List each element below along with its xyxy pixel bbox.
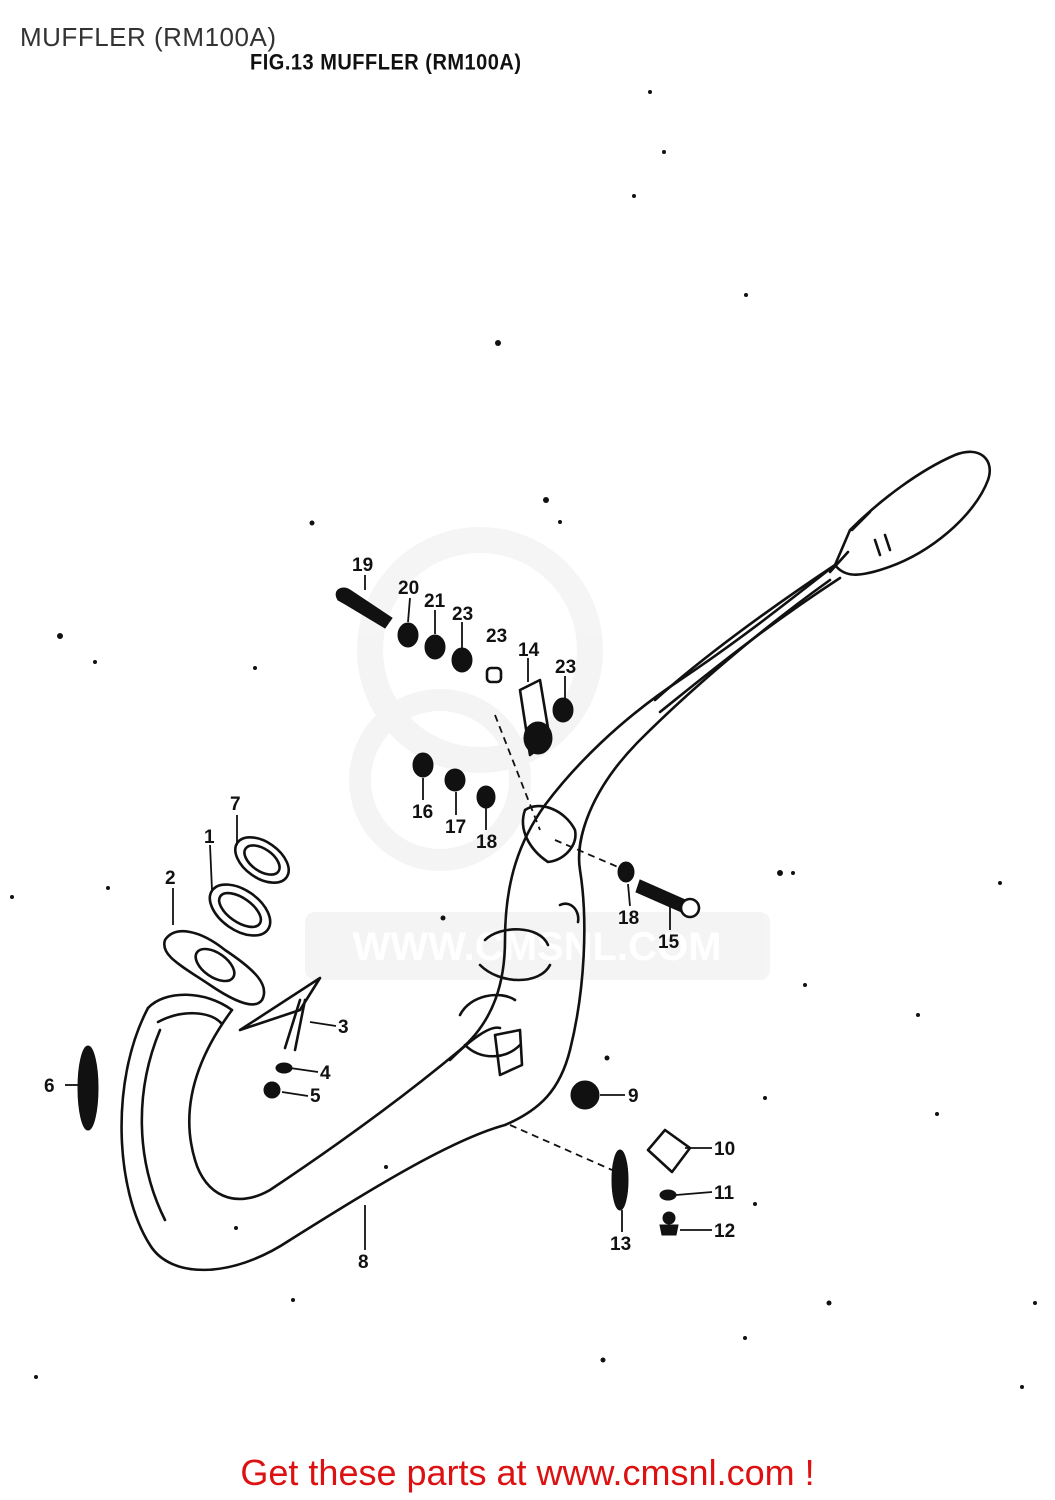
stud-3 [283, 998, 307, 1052]
spring-13 [611, 1149, 629, 1211]
expansion-chamber-outline-outer [120, 578, 832, 1272]
nut-23a [451, 647, 473, 673]
label-12: 12 [714, 1221, 735, 1242]
label-11: 11 [714, 1183, 735, 1204]
label-10: 10 [714, 1139, 735, 1160]
label-20: 20 [398, 578, 419, 599]
label-7: 7 [230, 794, 241, 815]
callout-labels: 7 1 2 3 4 5 6 8 9 10 11 12 13 14 15 16 1… [44, 555, 735, 1273]
label-22: 23 [486, 626, 507, 647]
lower-clamp [493, 1028, 524, 1077]
label-14: 14 [518, 640, 540, 661]
label-21: 21 [424, 591, 446, 612]
washer-18b [617, 861, 635, 883]
flange-pointer [238, 976, 322, 1032]
expansion-chamber-seam [140, 1026, 502, 1222]
cmsnl-watermark: WWW.CMSNL.COM [305, 527, 770, 980]
label-17: 17 [445, 817, 466, 838]
label-18a: 18 [476, 832, 497, 853]
nut-4 [275, 1062, 293, 1074]
label-8: 8 [358, 1252, 369, 1273]
inlet-bend-top [146, 993, 234, 1026]
scan-speckles [10, 90, 1037, 1389]
expansion-chamber-outline-inner [188, 563, 837, 1201]
chamber-cut-mark [478, 928, 552, 982]
spring-6 [77, 1045, 99, 1131]
silencer-band [828, 510, 872, 574]
label-16: 16 [412, 802, 433, 823]
label-13: 13 [610, 1234, 631, 1255]
label-2: 2 [165, 868, 176, 889]
washer-18a [476, 785, 496, 809]
washer-16 [412, 752, 434, 778]
washer-17 [444, 768, 466, 792]
silencer-body [833, 450, 991, 576]
chamber-small-mark [558, 902, 580, 924]
page-title: MUFFLER (RM100A) [20, 22, 277, 52]
tail-pipe-seam [653, 563, 842, 714]
label-19: 19 [352, 555, 373, 576]
collar-22 [485, 666, 503, 684]
washer-20 [397, 622, 419, 648]
chamber-mount-ellipse [458, 993, 522, 1058]
bracket-14-grommet [523, 721, 553, 755]
figure-caption: FIG.13 MUFFLER (RM100A) [250, 50, 522, 76]
label-6: 6 [44, 1076, 55, 1097]
muffler-exploded-diagram: WWW.CMSNL.COM [10, 90, 1037, 1389]
bracket-10 [646, 1128, 692, 1174]
label-18b: 18 [618, 908, 639, 929]
washer-21 [424, 634, 446, 660]
screw-12 [659, 1224, 679, 1236]
washer-11 [659, 1189, 677, 1201]
label-4: 4 [320, 1063, 331, 1084]
label-15: 15 [658, 932, 680, 953]
label-3: 3 [338, 1017, 349, 1038]
footer-link[interactable]: Get these parts at www.cmsnl.com ! [240, 1452, 815, 1493]
label-1: 1 [204, 827, 215, 848]
label-5: 5 [310, 1086, 321, 1107]
nut-23b [552, 697, 574, 723]
silencer-detail [873, 533, 892, 557]
bracket-clamp [521, 804, 577, 864]
label-23b: 23 [555, 657, 576, 678]
label-23a: 23 [452, 604, 473, 625]
washer-5 [263, 1081, 281, 1099]
exhaust-flange-2 [162, 930, 266, 1006]
bolt-19 [335, 587, 393, 629]
label-9: 9 [628, 1086, 639, 1107]
grommet-9 [570, 1080, 600, 1110]
gasket-ring-1 [208, 883, 272, 937]
